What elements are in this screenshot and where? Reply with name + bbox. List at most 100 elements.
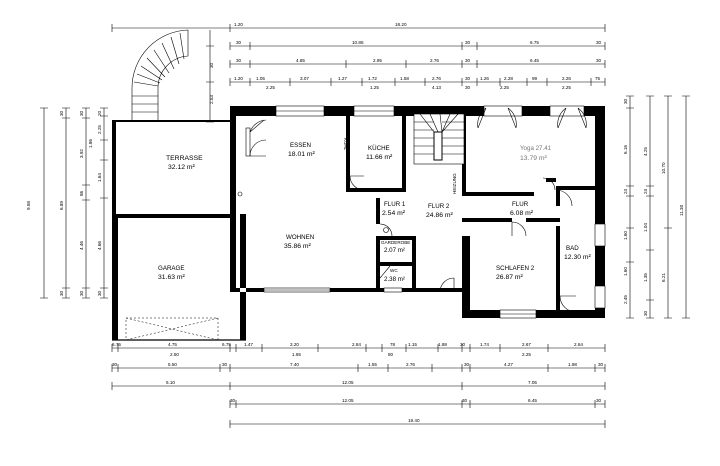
room-wohnen-name: WOHNEN xyxy=(286,234,314,241)
window-wc xyxy=(383,287,403,293)
dimension-labels-left: 9.58 30 6.89 30 30 3.92 86 4.46 30 20 1.… xyxy=(26,110,102,296)
dim-bottom-1: 6.75 xyxy=(112,342,121,347)
dim-right-4: 1.60 xyxy=(623,231,628,240)
room-garage-name: GARAGE xyxy=(158,265,184,272)
room-garderobe-area: 2.07 m² xyxy=(384,247,405,254)
dim-bottom-24: 30 xyxy=(464,362,470,367)
dim-right-9: 1.04 xyxy=(643,223,648,232)
room-garderobe-name: GARDEROBE xyxy=(381,240,410,245)
dim-top-7: 30 xyxy=(596,40,602,45)
dimension-labels-bottom: 6.75 4.75 6.75 1.47 3.20 2.84 78 1.15 1.… xyxy=(112,342,604,423)
room-flur2-name: FLUR 2 xyxy=(428,203,450,210)
dim-bottom-12: 2.67 xyxy=(522,342,531,347)
dimension-lines-top xyxy=(111,24,606,123)
garage-door xyxy=(125,317,219,341)
dim-top-8: 30 xyxy=(236,58,242,63)
dim-bottom-16: 80 xyxy=(388,352,394,357)
dim-top-30: 4.13 xyxy=(432,85,441,90)
room-flur1-area: 2.54 m² xyxy=(382,210,406,217)
dim-bottom-3: 6.75 xyxy=(222,342,231,347)
room-bad-name: BAD xyxy=(566,245,579,252)
room-wc-name: WC xyxy=(390,268,398,273)
window-bad xyxy=(594,285,606,309)
dimension-lines-right xyxy=(626,95,690,319)
dim-top-31: 30 xyxy=(465,85,471,90)
room-kueche-area: 11.66 m² xyxy=(366,154,393,161)
dim-right-8: 24 xyxy=(643,188,648,194)
dim-top-14: 30 xyxy=(596,58,602,63)
dim-top-9: 4.85 xyxy=(296,58,305,63)
dim-bottom-18: 30 xyxy=(112,362,118,367)
dim-bottom-11: 1.74 xyxy=(480,342,489,347)
dimension-lines-left xyxy=(40,107,108,299)
dim-left-7: 86 xyxy=(79,190,84,196)
dim-top-11: 2.76 xyxy=(430,58,439,63)
dim-top-2: 18.20 xyxy=(395,22,407,27)
room-kueche-name: KÜCHE xyxy=(368,145,390,152)
dim-bottom-26: 1.98 xyxy=(568,362,577,367)
dim-top-18: 1.27 xyxy=(338,76,347,81)
dim-left-10: 20 xyxy=(97,110,102,116)
dim-bottom-23: 2.76 xyxy=(406,362,415,367)
dim-bottom-14: 2.50 xyxy=(170,352,179,357)
dim-top-20: 1.58 xyxy=(400,76,409,81)
dim-right-11: 30 xyxy=(643,310,648,316)
dim-top-23: 1.26 xyxy=(480,76,489,81)
dim-left-9: 30 xyxy=(79,290,84,296)
dim-right-13: 6.21 xyxy=(661,273,666,282)
dimension-lines-bottom xyxy=(111,344,606,428)
dim-top-13: 6.45 xyxy=(530,58,539,63)
dim-bottom-15: 1.65 xyxy=(292,352,301,357)
exterior-walls xyxy=(112,106,605,341)
dim-bottom-4: 1.47 xyxy=(244,342,253,347)
dim-left-12: 2.25 xyxy=(97,125,102,134)
room-schlafen2-name: SCHLAFEN 2 xyxy=(496,265,535,272)
dim-top-3: 30 xyxy=(236,40,242,45)
window-yoga-1 xyxy=(483,105,523,117)
dim-top-24: 2.28 xyxy=(504,76,513,81)
dim-bottom-13: 2.64 xyxy=(574,342,583,347)
dim-bottom-21: 7.40 xyxy=(290,362,299,367)
dim-bottom-28: 6.10 xyxy=(166,380,175,385)
dim-top-10: 2.95 xyxy=(373,58,382,63)
dim-top-28: 2.25 xyxy=(266,85,275,90)
room-wc-area: 2.38 m² xyxy=(384,276,405,283)
label-kuehl: KÜHL xyxy=(343,138,349,151)
doors xyxy=(237,107,587,313)
dimension-labels-top: 1.20 18.20 30 10.85 30 6.75 30 30 4.85 2… xyxy=(209,22,602,104)
dim-left-11: 1.86 xyxy=(88,139,93,148)
dim-top-17: 3.07 xyxy=(300,76,309,81)
dim-bottom-33: 30 xyxy=(462,398,468,403)
dim-left-6: 3.92 xyxy=(79,149,84,158)
room-essen-area: 18.01 m² xyxy=(288,151,316,158)
dim-right-5: 1.60 xyxy=(623,267,628,276)
dim-top-1: 1.20 xyxy=(234,22,243,27)
dim-bottom-17: 2.25 xyxy=(522,352,531,357)
dim-left-14: 4.66 xyxy=(97,241,102,250)
dim-bottom-32: 12.05 xyxy=(342,398,354,403)
dim-right-2: 6.16 xyxy=(623,145,628,154)
dimension-labels-right: 30 6.16 24 1.60 1.60 2.45 4.25 24 1.04 1… xyxy=(623,98,684,316)
dim-top-34: 30 xyxy=(209,62,214,68)
dim-right-6: 2.45 xyxy=(623,295,628,304)
windows xyxy=(245,105,606,319)
dim-bottom-34: 6.45 xyxy=(528,398,537,403)
dim-bottom-6: 2.84 xyxy=(352,342,361,347)
dim-bottom-10: 30 xyxy=(460,342,466,347)
dim-top-25: 99 xyxy=(532,76,538,81)
room-essen-name: ESSEN xyxy=(290,142,311,149)
dim-right-14: 11.30 xyxy=(679,204,684,216)
dim-right-7: 4.25 xyxy=(643,147,648,156)
dim-top-33: 2.25 xyxy=(562,85,571,90)
dim-right-12: 10.70 xyxy=(661,162,666,174)
window-yoga-2 xyxy=(549,105,585,117)
room-flur1-name: FLUR 1 xyxy=(384,201,406,208)
dim-bottom-35: 30 xyxy=(596,398,602,403)
window-bad-2 xyxy=(594,223,606,247)
dim-bottom-2: 4.75 xyxy=(168,342,177,347)
dim-left-2: 30 xyxy=(59,110,64,116)
room-yoga-area: 13.79 m² xyxy=(520,155,548,162)
dim-bottom-19: 5.50 xyxy=(168,362,177,367)
room-flur-area: 6.08 m² xyxy=(510,210,534,217)
